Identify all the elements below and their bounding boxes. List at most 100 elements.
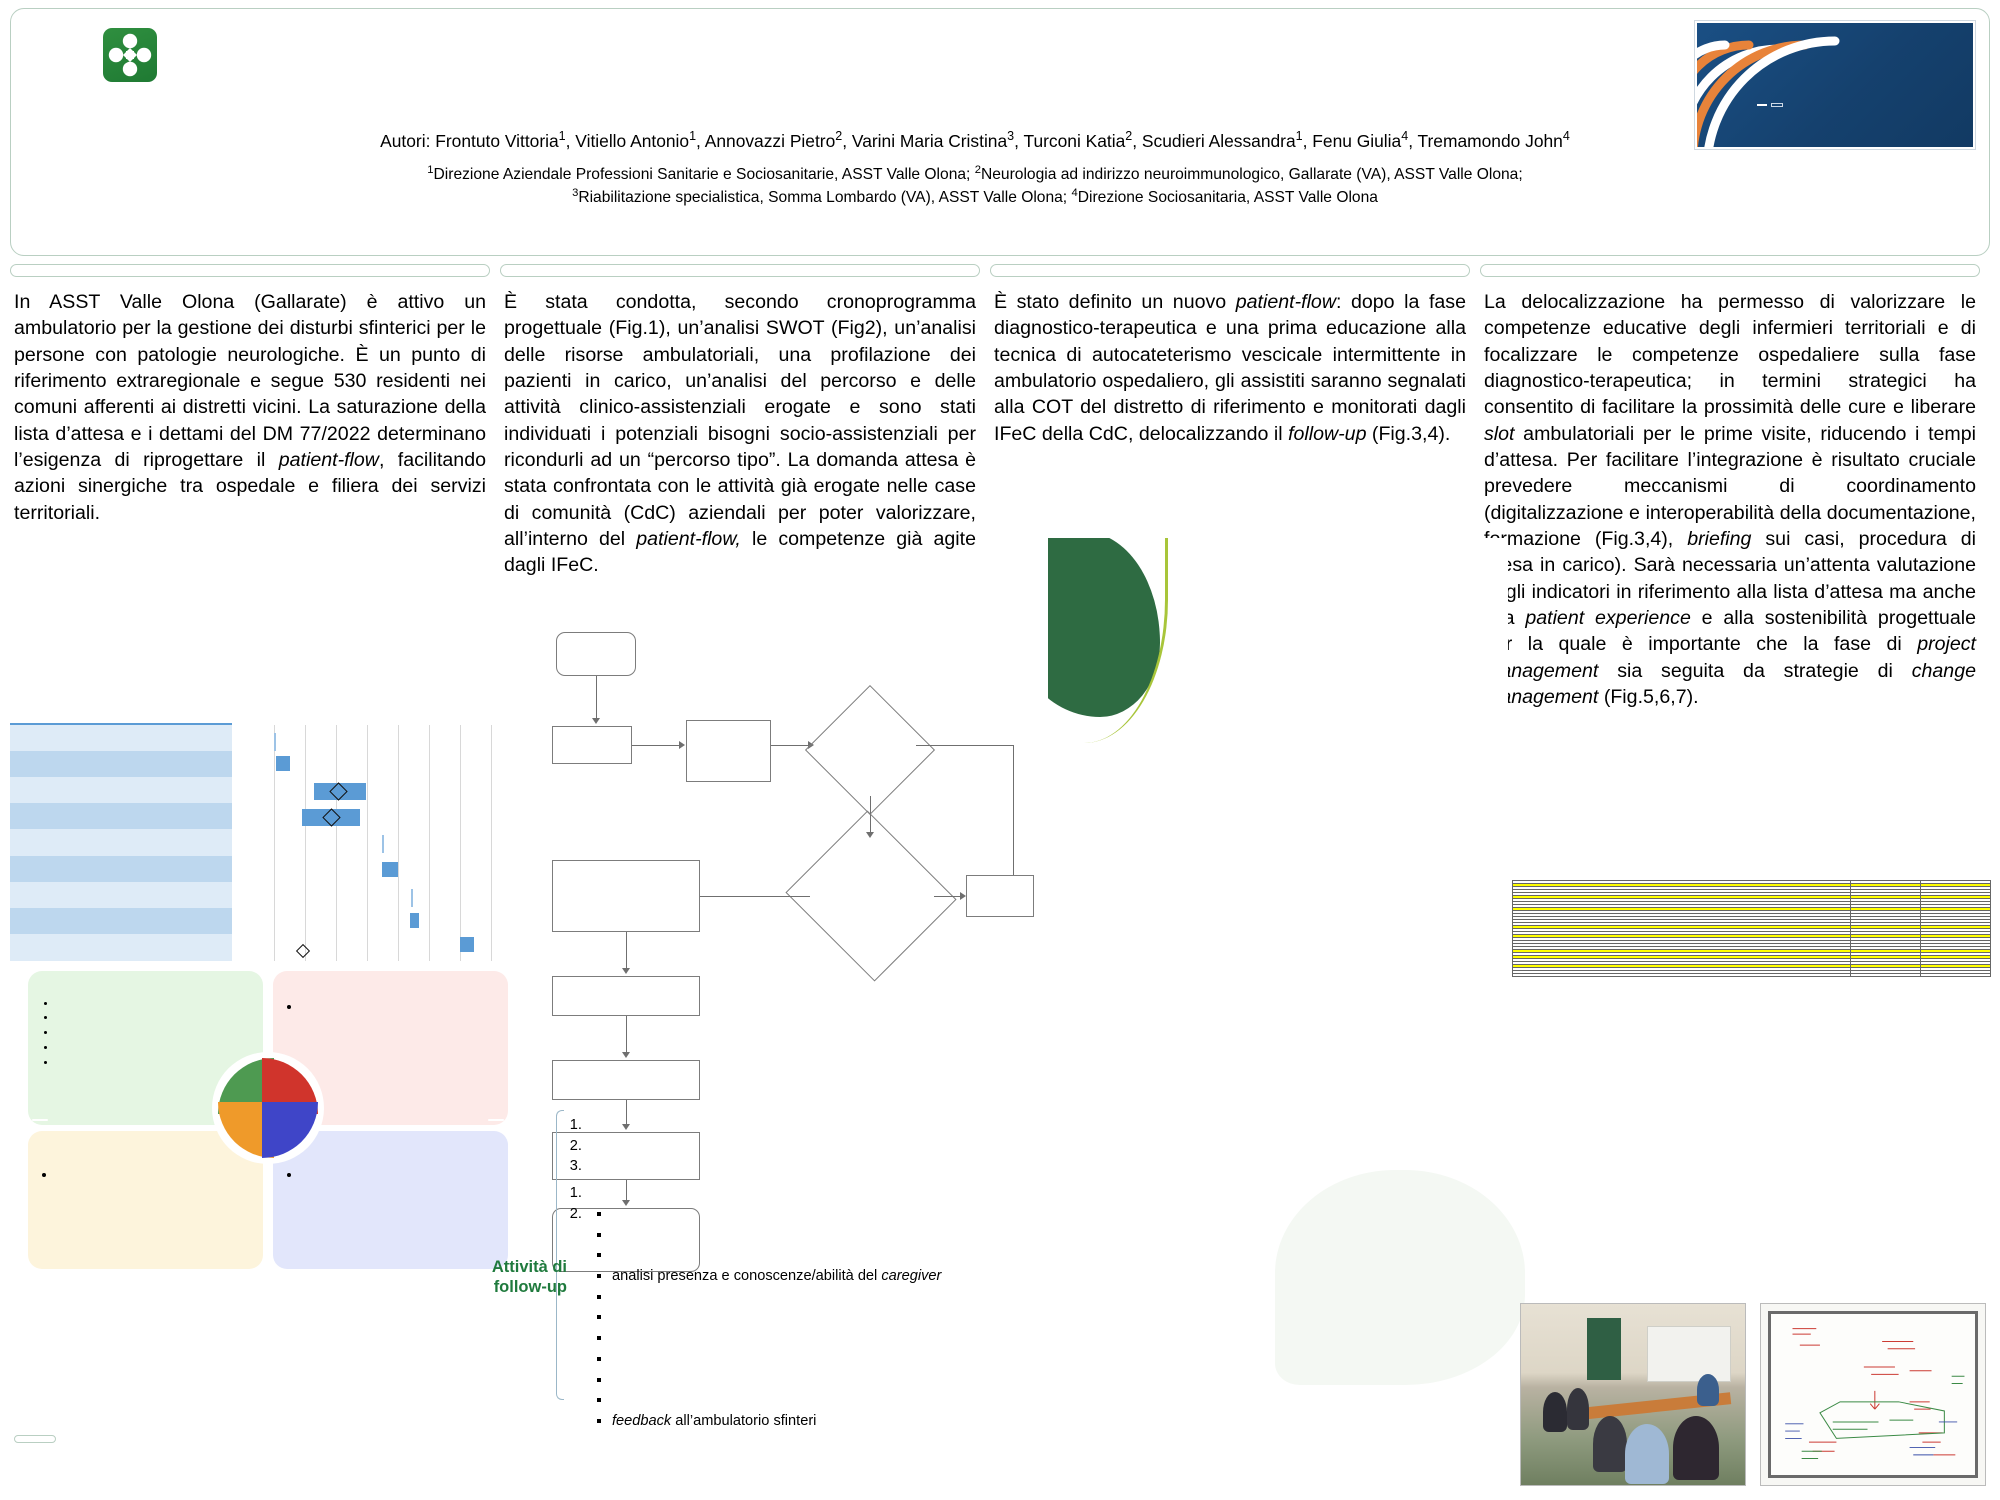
list-item xyxy=(56,1056,251,1071)
content-columns: In ASST Valle Olona (Gallarate) è attivo… xyxy=(10,283,1990,711)
list-item xyxy=(612,1328,1066,1349)
forum-badge-obiettivo xyxy=(1757,104,1767,106)
swot-quadrant-opportunities xyxy=(28,1119,264,1269)
text-introduzione: In ASST Valle Olona (Gallarate) è attivo… xyxy=(14,291,486,524)
section-header-risultati xyxy=(990,264,1470,277)
flow-node-iter-ambulatoriale xyxy=(966,875,1034,917)
forum-risk-management-logo xyxy=(1695,21,1975,149)
swot-title-weaknesses xyxy=(488,960,504,963)
swot-axis-negative xyxy=(268,1273,508,1289)
list-item xyxy=(586,1115,1066,1136)
forum-badge-sanita-salute xyxy=(1771,103,1783,107)
asis-tobe-block: analisi presenza e conoscenze/abilità de… xyxy=(566,1115,1066,1432)
gantt-activity-5 xyxy=(10,856,160,882)
flow-node-ifec xyxy=(552,1132,700,1180)
poster-title xyxy=(273,25,1677,112)
photo-whiteboard xyxy=(1760,1303,1986,1486)
list-item xyxy=(301,1165,496,1183)
swot-title-opportunities xyxy=(32,1119,48,1122)
swot-wheel-icon xyxy=(212,1051,324,1164)
gantt-activity-8 xyxy=(10,934,160,960)
gantt-owner-0 xyxy=(160,725,232,751)
poster-header: Autori: Frontuto Vittoria1, Vitiello Ant… xyxy=(10,8,1990,256)
leaf-line-icon xyxy=(1048,538,1168,743)
bibliografia-title xyxy=(14,1435,56,1443)
list-item xyxy=(612,1204,1066,1225)
list-item: analisi presenza e conoscenze/abilità de… xyxy=(612,1266,1066,1287)
gantt-owner-8 xyxy=(160,934,232,960)
authors-line: Autori: Frontuto Vittoria1, Vitiello Ant… xyxy=(380,129,1570,151)
gantt-activity-3 xyxy=(10,803,160,829)
gantt-owner-3 xyxy=(160,803,232,829)
list-item xyxy=(612,1287,1066,1308)
gantt-table xyxy=(10,722,510,961)
gantt-activity-1 xyxy=(10,751,160,777)
list-item xyxy=(56,1165,251,1183)
text-materiali: È stata condotta, secondo cronoprogramma… xyxy=(504,291,976,577)
gantt-owner-1 xyxy=(160,751,232,777)
list-item xyxy=(612,1390,1066,1411)
training-flyer-figure xyxy=(1048,538,1508,1098)
title-block: Autori: Frontuto Vittoria1, Vitiello Ant… xyxy=(273,15,1677,210)
swot-axis-horizontal xyxy=(28,1273,508,1289)
flowchart-figure xyxy=(546,632,1036,1332)
list-item xyxy=(56,997,251,1012)
checklist-figure xyxy=(1512,880,1991,977)
section-header-row xyxy=(10,264,1990,277)
list-item xyxy=(612,1307,1066,1328)
wordcloud-figure xyxy=(1275,1170,1525,1385)
photos-figure xyxy=(1520,1303,1986,1486)
photo-classroom xyxy=(1520,1303,1746,1486)
list-item xyxy=(586,1183,1066,1204)
text-risultati: È stato definito un nuovo patient-flow: … xyxy=(994,291,1466,445)
flow-node-invio-documentazione xyxy=(552,1208,700,1272)
gantt-owner-4 xyxy=(160,829,232,855)
list-item xyxy=(56,1011,251,1026)
list-item xyxy=(612,1245,1066,1266)
whiteboard-scribbles-icon xyxy=(1785,1328,1965,1460)
list-item xyxy=(56,1041,251,1056)
gantt-activity-0 xyxy=(10,725,160,751)
list-item xyxy=(612,1349,1066,1370)
swot-quadrant-threats xyxy=(272,1119,508,1269)
table-row xyxy=(1512,973,1991,977)
list-item: feedback all’ambulatorio sfinteri xyxy=(612,1411,1066,1432)
bibliografia-section xyxy=(14,1430,484,1452)
swot-axis-vertical xyxy=(510,971,528,1267)
list-item xyxy=(612,1225,1066,1246)
swot-title-threats xyxy=(488,1119,504,1122)
gantt-header-activity xyxy=(10,722,160,725)
flow-node-iter-terapeutico xyxy=(686,720,771,782)
flow-node-cdc xyxy=(552,1060,700,1100)
swot-title-strengths xyxy=(32,960,48,963)
flow-node-contatto xyxy=(556,632,636,676)
training-agenda xyxy=(1052,743,1504,750)
list-item xyxy=(586,1156,1066,1177)
table-row xyxy=(10,724,510,961)
gantt-owner-7 xyxy=(160,908,232,934)
regione-lombardia-logo xyxy=(29,23,239,88)
section-header-materiali xyxy=(500,264,980,277)
gantt-activity-7 xyxy=(10,908,160,934)
gantt-header-owner xyxy=(160,722,232,725)
gantt-activity-4 xyxy=(10,829,160,855)
checklist-table xyxy=(1512,880,1991,977)
gantt-owner-5 xyxy=(160,856,232,882)
list-item xyxy=(56,1026,251,1041)
gantt-activity-2 xyxy=(10,777,160,803)
gantt-bars-area xyxy=(236,724,498,961)
gantt-activity-6 xyxy=(10,882,160,908)
list-item xyxy=(612,1370,1066,1391)
section-header-introduzione xyxy=(10,264,490,277)
list-item: analisi presenza e conoscenze/abilità de… xyxy=(586,1204,1066,1432)
followup-brace xyxy=(556,1110,564,1400)
list-item xyxy=(301,997,496,1015)
rose-camuna-icon xyxy=(108,33,151,77)
swot-figure xyxy=(10,960,530,1291)
text-conclusioni: La delocalizzazione ha permesso di valor… xyxy=(1484,291,1976,709)
section-header-conclusioni xyxy=(1480,264,1980,277)
flow-decision-comuni xyxy=(785,810,957,982)
flow-node-prima-visita xyxy=(552,726,632,764)
